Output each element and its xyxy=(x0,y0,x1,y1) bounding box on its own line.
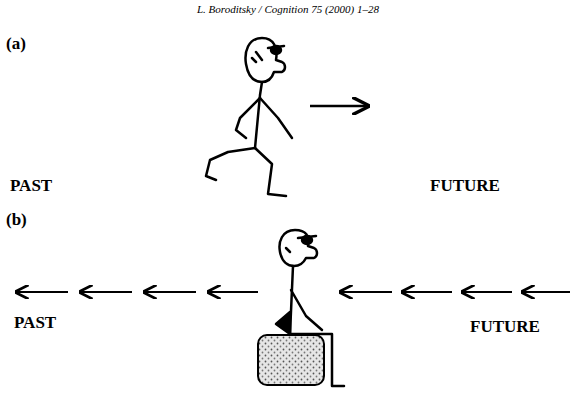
panel-label: (a) xyxy=(6,35,26,52)
walking-figure xyxy=(206,38,292,196)
time-label: FUTURE xyxy=(430,177,500,194)
running-head: L. Boroditsky / Cognition 75 (2000) 1–28 xyxy=(197,4,379,15)
time-label: PAST xyxy=(10,177,52,194)
motion-arrow xyxy=(310,105,368,108)
time-label: FUTURE xyxy=(470,318,540,335)
seat-box xyxy=(258,335,324,385)
time-label: PAST xyxy=(14,314,56,331)
panel-label: (b) xyxy=(6,211,27,228)
